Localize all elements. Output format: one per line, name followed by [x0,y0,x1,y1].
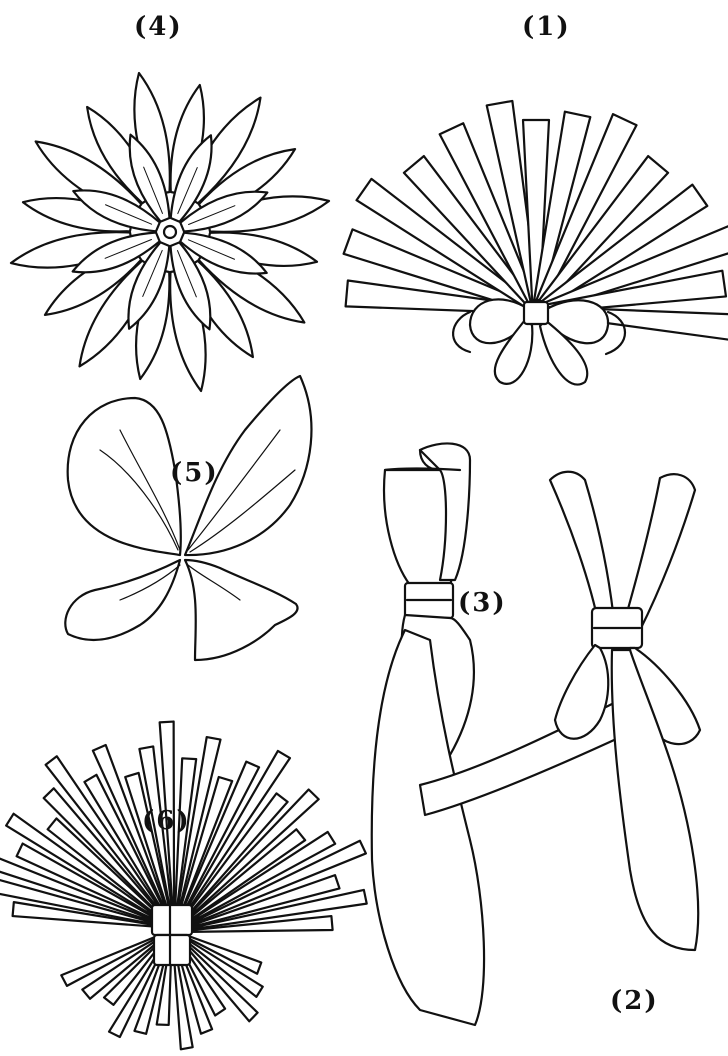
figure-label-6: (6) [142,808,191,834]
four-petal-flower-drawing [65,376,311,660]
figure-label-5: (5) [170,460,219,486]
figure-label-2: (2) [610,988,659,1014]
fan-bow [453,299,625,384]
rosette-center [164,226,176,238]
spiky-cluster-drawing [0,722,367,1050]
figure-label-3: (3) [458,590,507,616]
spiky-knot [152,905,192,965]
figure-label-1: (1) [522,14,571,40]
rosette-drawing [11,73,329,391]
crossed-bow-drawing [550,472,700,950]
figure-label-4: (4) [134,14,183,40]
